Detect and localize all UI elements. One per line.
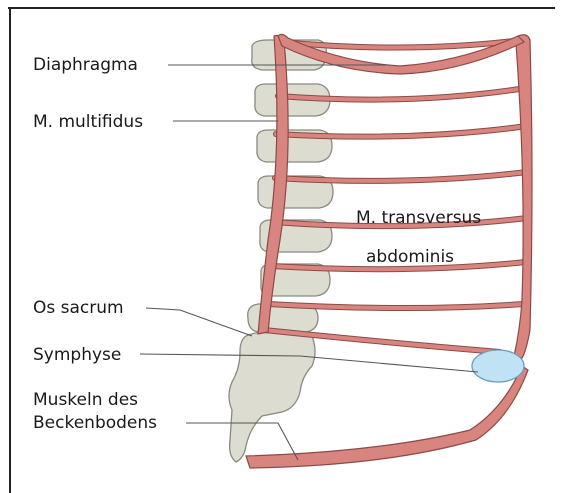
band-7-fill bbox=[268, 304, 524, 308]
label-sacrum: Os sacrum bbox=[33, 298, 124, 318]
label-symphysis: Symphyse bbox=[33, 345, 121, 365]
symphysis-disc bbox=[472, 350, 524, 382]
label-pelvic-floor-1: Muskeln des bbox=[33, 390, 138, 410]
abdominal-wall bbox=[514, 35, 532, 358]
sacrum-bone bbox=[229, 332, 315, 463]
label-multifidus: M. multifidus bbox=[33, 112, 143, 132]
leader-sacrum bbox=[146, 308, 252, 336]
label-diaphragm: Diaphragma bbox=[33, 55, 138, 75]
label-pelvic-floor-2: Beckenbodens bbox=[33, 413, 157, 433]
label-transversus-2: abdominis bbox=[366, 247, 454, 267]
label-transversus-1: M. transversus bbox=[356, 208, 481, 228]
